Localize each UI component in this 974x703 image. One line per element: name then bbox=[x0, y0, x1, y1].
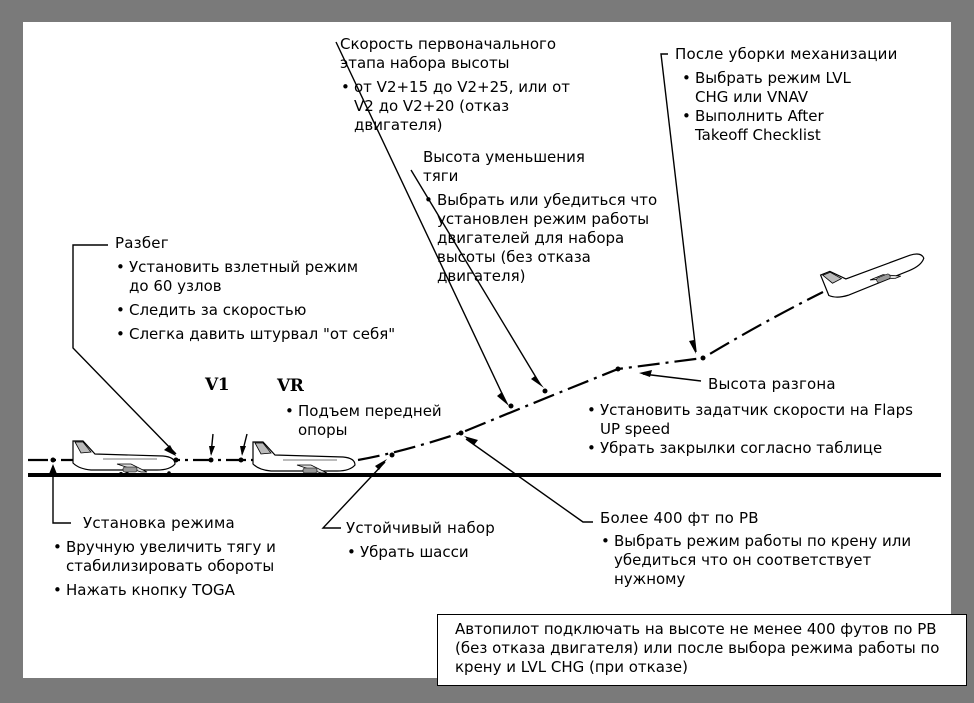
vr-label: VR bbox=[277, 376, 304, 396]
marker-thrust-set bbox=[50, 457, 56, 463]
callout-initial-climb-speed: Скорость первоначального этапа набора вы… bbox=[340, 35, 602, 135]
airplane-climbing-icon bbox=[819, 253, 925, 298]
autopilot-note-box: Автопилот подключать на высоте не менее … bbox=[437, 614, 967, 686]
marker-vr bbox=[238, 457, 244, 463]
list-item: Выбрать режим LVL CHG или VNAV bbox=[681, 69, 865, 107]
callout-title: Устойчивый набор bbox=[346, 519, 496, 537]
list-item: Следить за скоростью bbox=[115, 301, 395, 320]
callout-thrust-reduction: Высота уменьшения тяги Выбрать или убеди… bbox=[423, 148, 663, 286]
callout-after-flaps-up: После уборки механизации Выбрать режим L… bbox=[675, 45, 935, 145]
list-item: Слегка давить штурвал "от себя" bbox=[115, 325, 395, 344]
callout-title: Разбег bbox=[115, 234, 169, 252]
marker-v1 bbox=[208, 457, 214, 463]
callout-positive-climb: Устойчивый набор Убрать шасси bbox=[346, 519, 495, 562]
autopilot-note-text: Автопилот подключать на высоте не менее … bbox=[455, 620, 940, 676]
callout-takeoff-roll: Разбег Установить взлетный режим до 60 у… bbox=[115, 234, 395, 344]
list-item: Выбрать режим работы по крену или убедит… bbox=[600, 532, 932, 589]
diagram-paper: V1 VR Разбег Установить взлетный режим д… bbox=[23, 22, 967, 686]
callout-nose-gear: Подъем передней опоры bbox=[284, 397, 488, 440]
callout-above-400ft: Более 400 фт по РВ Выбрать режим работы … bbox=[600, 509, 932, 589]
callout-title: Более 400 фт по РВ bbox=[600, 509, 759, 527]
callout-title: Высота уменьшения тяги bbox=[423, 148, 585, 185]
callout-acceleration: Установить задатчик скорости на Flaps UP… bbox=[586, 396, 930, 458]
list-item: Убрать шасси bbox=[346, 543, 495, 562]
callout-title: Установка режима bbox=[83, 514, 235, 532]
diagram-artwork bbox=[28, 41, 941, 529]
airplane-rotation-icon bbox=[252, 441, 356, 477]
marker-positive-climb bbox=[389, 452, 395, 458]
marker-initial-climb bbox=[508, 403, 514, 409]
list-item: Установить взлетный режим до 60 узлов bbox=[115, 258, 359, 296]
callout-acceleration-title: Высота разгона bbox=[708, 375, 836, 393]
flight-path bbox=[357, 291, 824, 462]
airplane-rolling-icon bbox=[72, 440, 176, 476]
v1-label: V1 bbox=[205, 375, 230, 395]
arrow-heads bbox=[49, 340, 696, 474]
list-item: Нажать кнопку TOGA bbox=[52, 581, 324, 600]
marker-acceleration bbox=[615, 366, 621, 372]
marker-thrust-reduction bbox=[542, 388, 548, 394]
callout-title: Скорость первоначального этапа набора вы… bbox=[340, 35, 557, 72]
list-item: Выполнить After Takeoff Checklist bbox=[681, 107, 865, 145]
list-item: от V2+15 до V2+25, или от V2 до V2+20 (о… bbox=[340, 78, 590, 135]
list-item: Выбрать или убедиться что установлен реж… bbox=[423, 191, 669, 286]
marker-flaps-up bbox=[700, 355, 706, 361]
list-item: Подъем передней опоры bbox=[284, 402, 488, 440]
list-item: Убрать закрылки согласно таблице bbox=[586, 439, 930, 458]
callout-thrust-set: Установка режима Вручную увеличить тягу … bbox=[52, 514, 324, 600]
list-item: Установить задатчик скорости на Flaps UP… bbox=[586, 401, 930, 439]
callout-title: После уборки механизации bbox=[675, 45, 898, 63]
list-item: Вручную увеличить тягу и стабилизировать… bbox=[52, 538, 324, 576]
